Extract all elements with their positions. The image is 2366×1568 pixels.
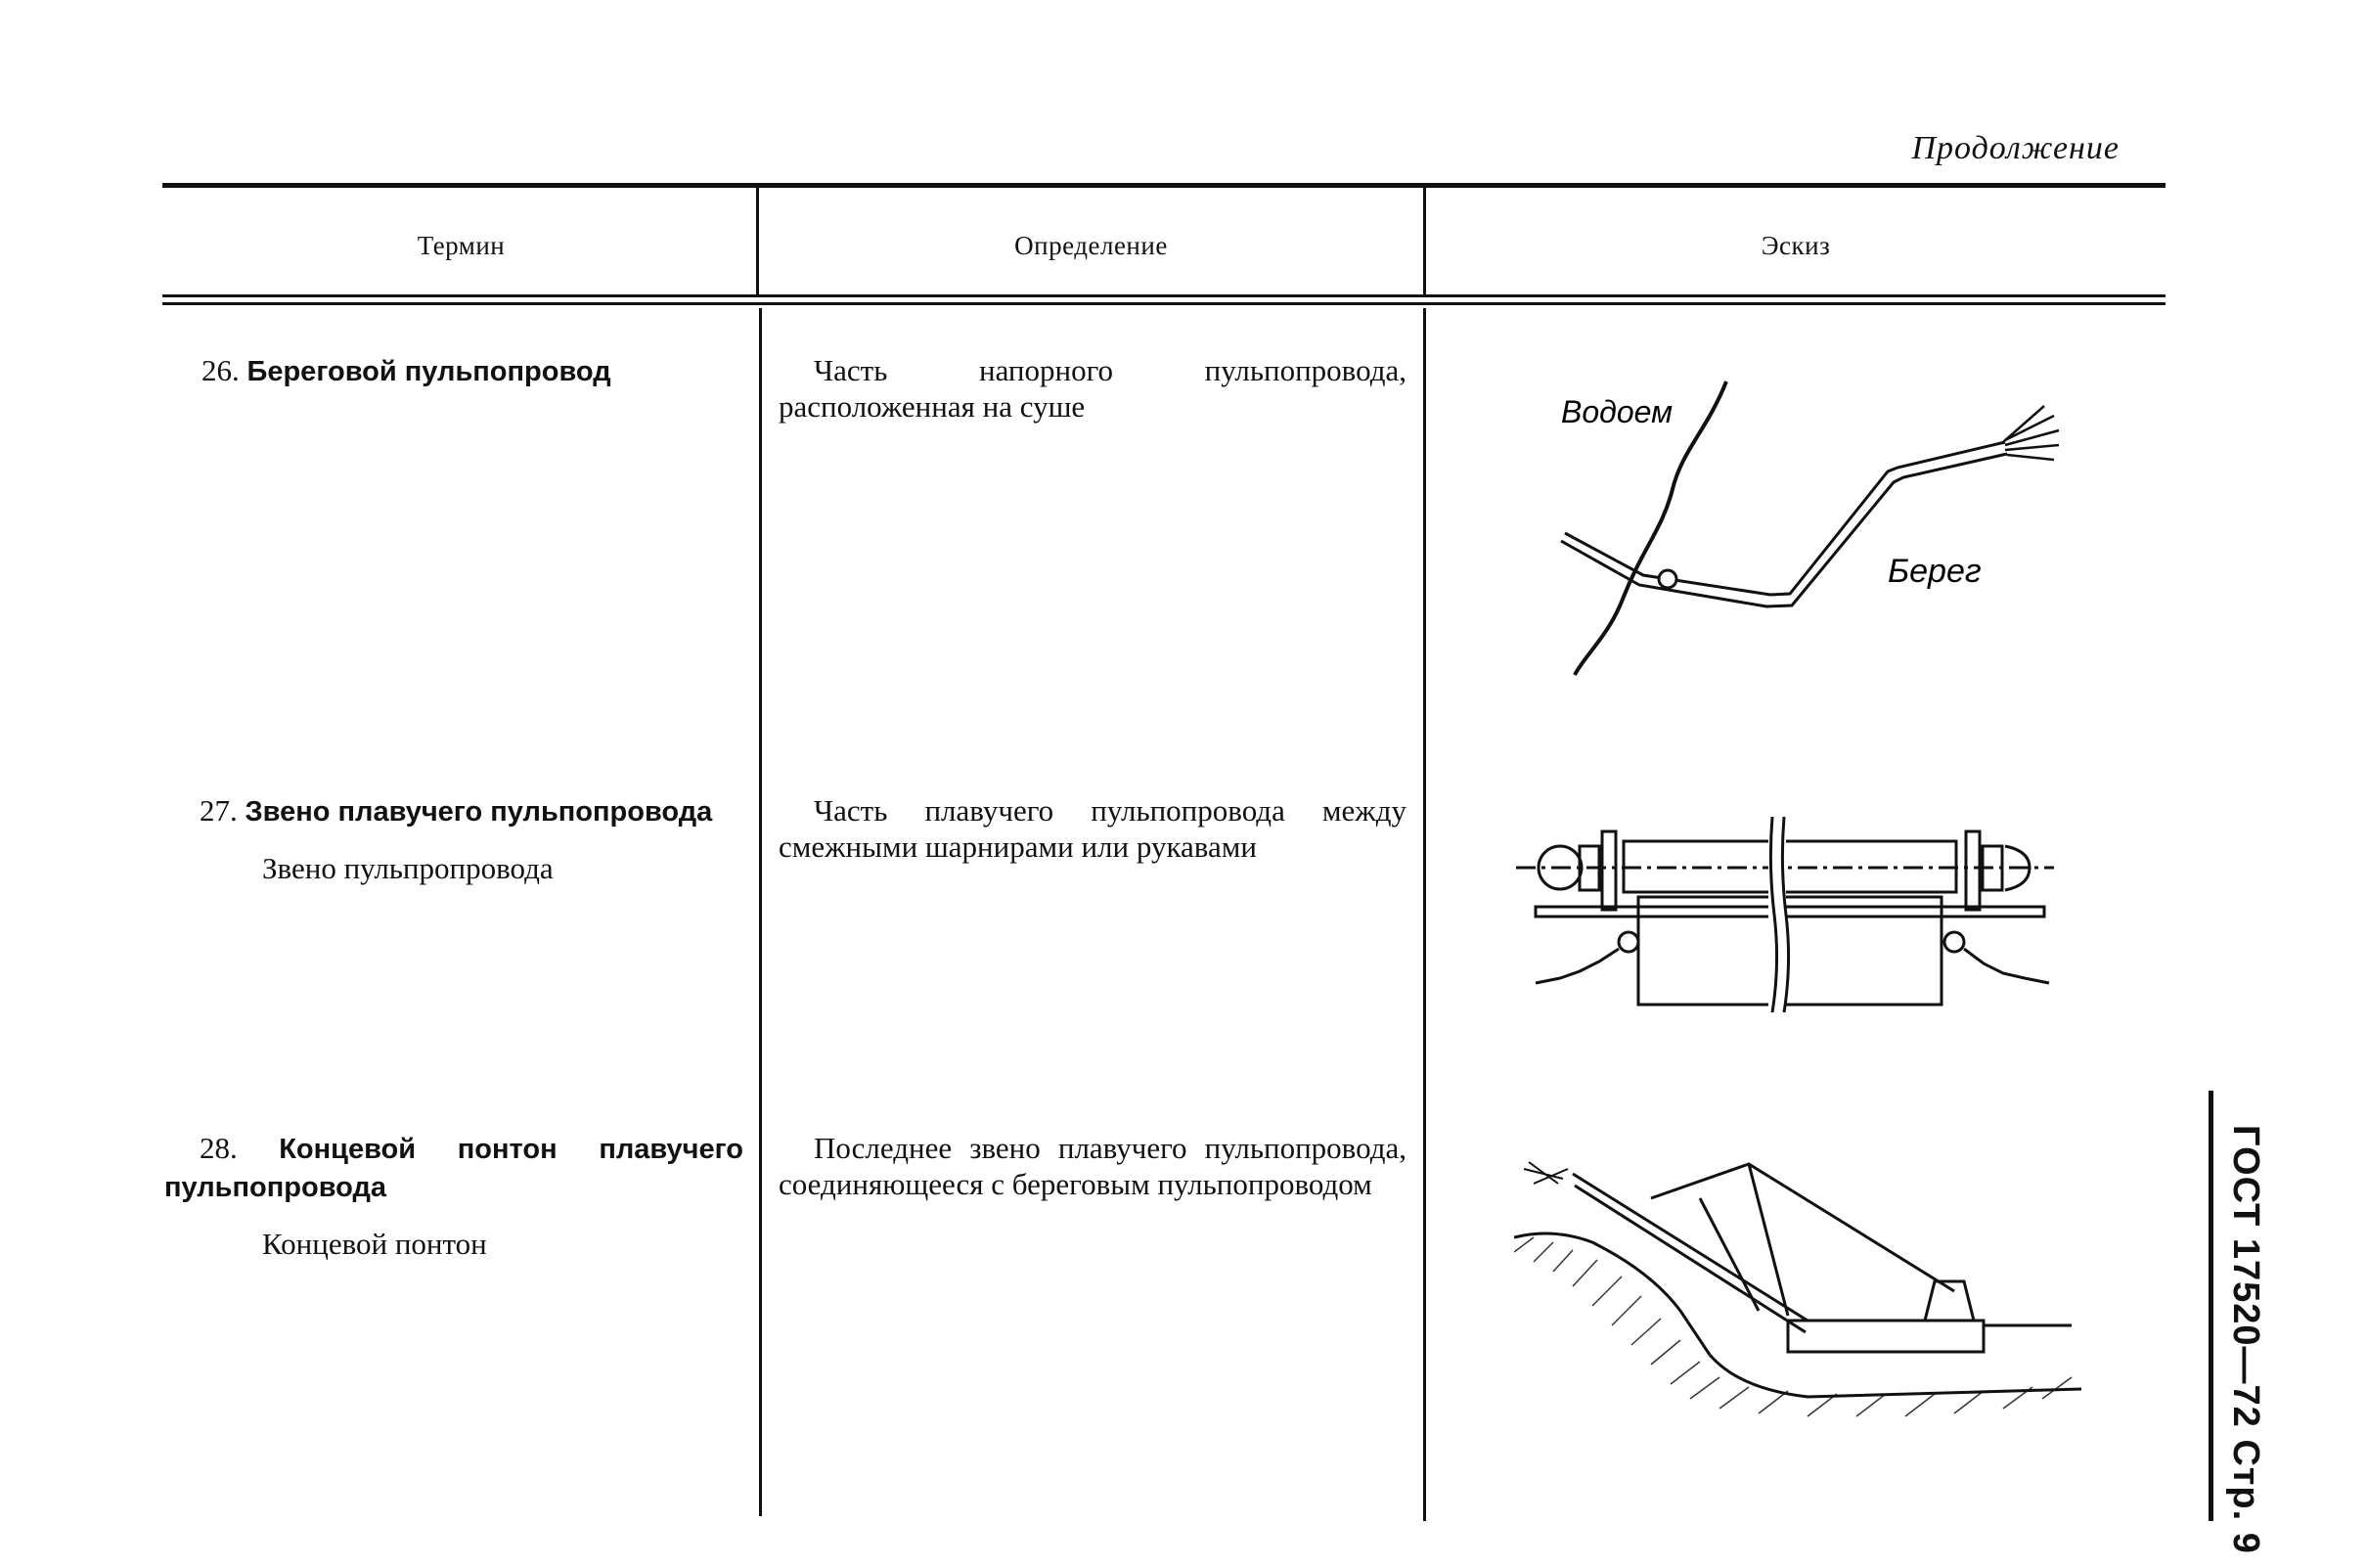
sketch-shore-pipeline: Водоем Берег (1560, 381, 2060, 676)
header-term: Термин (417, 231, 506, 260)
header-definition: Определение (1014, 231, 1168, 260)
term-row-28: 28. Концевой понтон плавучего пульпопров… (164, 1131, 744, 1261)
definition-row-26: Часть напорного пульпопровода, расположе… (779, 353, 1406, 424)
sketch-end-pontoon (1514, 1161, 2082, 1417)
gost-side-label: ГОСТ 17520—72 Стр. 9 (2225, 1125, 2266, 1554)
definition-row-28: Последнее звено плавучего пульпопровода,… (779, 1131, 1406, 1201)
header-bottom-rule-1 (162, 294, 2165, 297)
header-sketch: Эскиз (1761, 231, 1831, 260)
gost-side-bar (2209, 1091, 2213, 1521)
term-synonym: Концевой понтон (262, 1227, 487, 1261)
term-synonym: Звено пульпропровода (262, 851, 554, 885)
term-title: Звено плавучего пульпопровода (245, 796, 713, 828)
label-vodoem: Водоем (1561, 394, 1673, 429)
term-row-27: 27. Звено плавучего пульпопровода Звено … (164, 792, 743, 886)
column-divider-2-head (1423, 188, 1426, 294)
term-title: Концевой понтон плавучего пульпопровода (164, 1134, 744, 1203)
table-top-rule (162, 183, 2165, 188)
continuation-label: Продолжение (1911, 130, 2120, 166)
label-bereg: Берег (1888, 553, 1982, 590)
term-title: Береговой пульпопровод (246, 356, 611, 387)
column-divider-1-head (756, 188, 759, 294)
sketch-pipeline-link (1516, 817, 2054, 1012)
column-divider-1 (759, 308, 762, 1516)
column-divider-2 (1423, 308, 1426, 1521)
term-row-26: 26. Береговой пульпопровод (201, 353, 611, 387)
header-bottom-rule-2 (162, 302, 2165, 305)
definition-row-27: Часть плавучего пульпопровода между смеж… (779, 793, 1406, 864)
